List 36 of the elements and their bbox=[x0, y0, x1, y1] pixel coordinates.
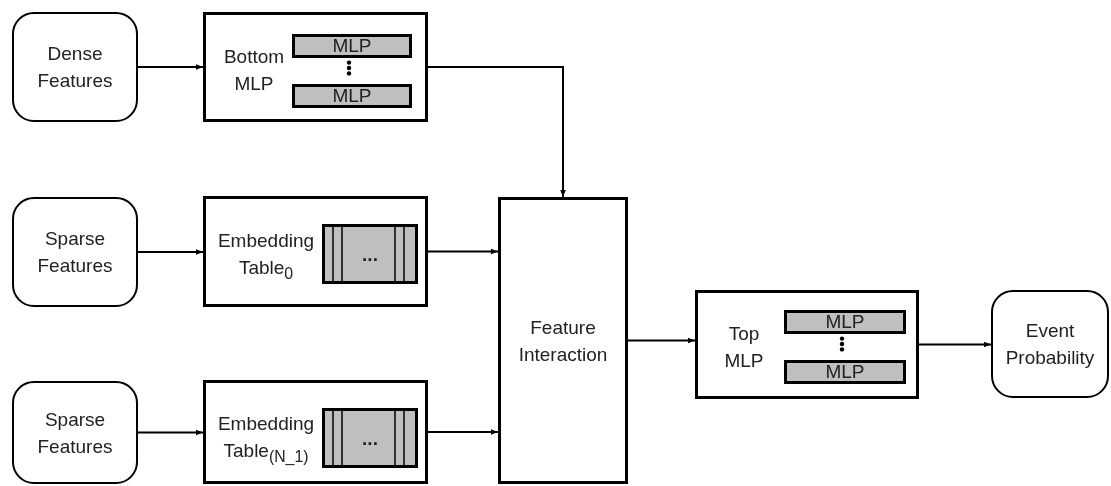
layer-bar bbox=[784, 310, 906, 334]
process-box bbox=[203, 12, 428, 122]
process-box bbox=[203, 380, 428, 484]
node-label: Feature Interaction bbox=[517, 315, 609, 367]
arrow bbox=[137, 64, 204, 70]
node-label: Embedding Table$_{0}$ bbox=[216, 229, 316, 284]
rounded-box bbox=[991, 290, 1109, 398]
rounded-box bbox=[12, 381, 138, 484]
layer-bar bbox=[292, 84, 412, 108]
node-label: Sparse Features bbox=[36, 227, 114, 278]
layer-bar bbox=[784, 360, 906, 384]
layer-bar bbox=[292, 34, 412, 58]
node-label: Sparse Features bbox=[36, 407, 114, 459]
process-box bbox=[203, 196, 428, 307]
arrow bbox=[137, 249, 204, 255]
ellipsis: ... bbox=[362, 426, 378, 451]
arrow bbox=[427, 66, 566, 198]
node-label: Dense Features bbox=[36, 42, 114, 93]
process-box bbox=[695, 290, 919, 399]
node-label: Embedding Table$_{(N_1)}$ bbox=[216, 412, 316, 467]
node-label: Bottom MLP bbox=[222, 45, 286, 96]
layer-label: MLP bbox=[332, 36, 372, 56]
ellipsis: ... bbox=[362, 242, 378, 267]
rounded-box bbox=[12, 12, 138, 122]
arrow bbox=[427, 248, 499, 255]
arrow bbox=[137, 429, 204, 436]
rounded-box bbox=[12, 197, 138, 307]
arrow bbox=[627, 337, 696, 344]
layer-label: MLP bbox=[825, 362, 865, 382]
layer-label: MLP bbox=[332, 86, 372, 106]
layer-label: MLP bbox=[825, 312, 865, 332]
arrow bbox=[918, 341, 992, 348]
node-label: Top MLP bbox=[723, 322, 765, 373]
arrow bbox=[427, 429, 499, 435]
process-box bbox=[498, 197, 628, 484]
node-label: Event Probability bbox=[1004, 319, 1096, 370]
